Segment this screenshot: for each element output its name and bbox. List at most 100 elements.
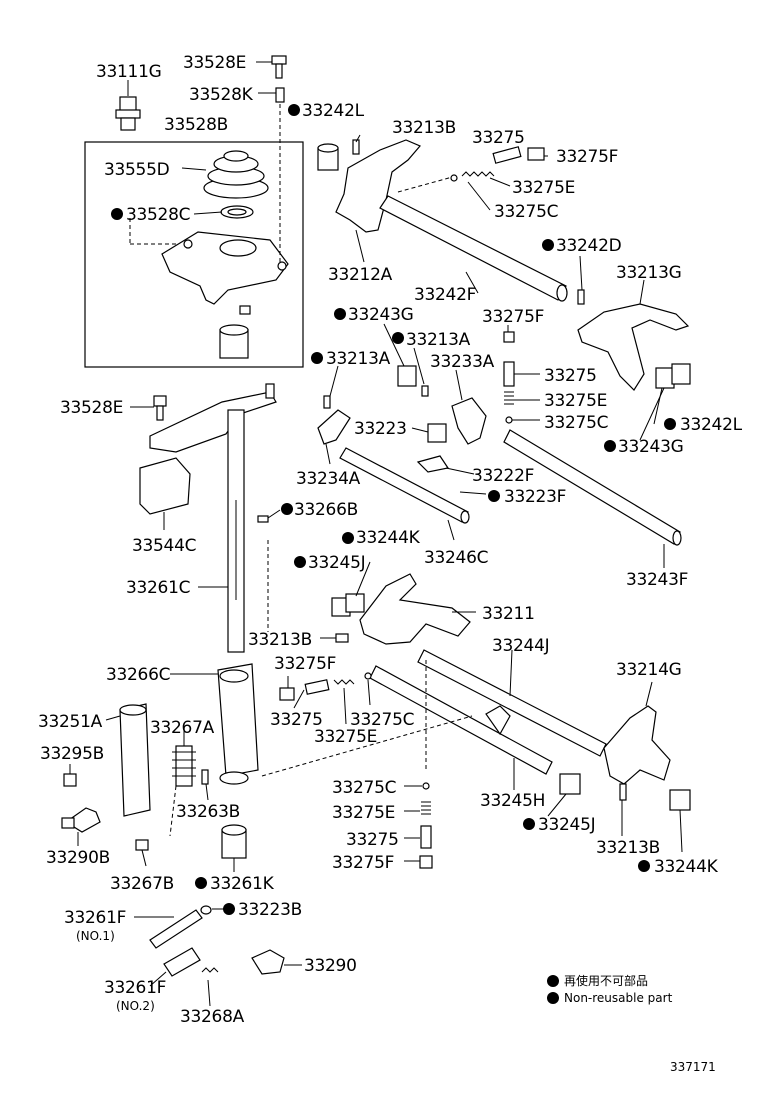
part-labels: 33111G 33528E 33528K 33242L 33528B 33213…	[38, 53, 743, 1027]
part-33275-top	[492, 146, 522, 164]
part-33267B	[135, 839, 149, 851]
part-33243F-rail	[503, 429, 682, 546]
label-33261F-2: 33261F	[104, 978, 166, 998]
label-33267B: 33267B	[110, 874, 174, 894]
part-33213B-top	[352, 139, 360, 155]
part-33213B-mid	[335, 633, 349, 643]
part-33275F-r	[419, 855, 433, 869]
part-33267A	[172, 745, 196, 787]
label-33245J-low: 33245J	[538, 815, 595, 835]
part-33275F-top	[527, 147, 545, 161]
part-33528E-top	[271, 55, 287, 79]
label-33243G-mid: 33243G	[618, 437, 683, 457]
label-33275E-r: 33275E	[332, 803, 395, 823]
label-33251A: 33251A	[38, 712, 103, 732]
label-33245H: 33245H	[480, 791, 545, 811]
label-33275-low: 33275	[270, 710, 323, 730]
part-box-bushing	[219, 324, 249, 359]
legend: 再使用不可部品 Non-reusable part	[547, 973, 673, 1005]
part-33242F-rail	[379, 195, 568, 302]
label-no1: (NO.1)	[76, 929, 115, 943]
label-33212A: 33212A	[328, 265, 393, 285]
label-33544C: 33544C	[132, 536, 196, 556]
legend-text-en: Non-reusable part	[564, 991, 673, 1005]
reference-number: 337171	[670, 1060, 716, 1074]
label-33290B: 33290B	[46, 848, 110, 868]
label-33275F-low: 33275F	[274, 654, 336, 674]
part-33234A	[317, 409, 351, 445]
part-33251A	[119, 703, 151, 817]
label-33275C-low: 33275C	[350, 710, 414, 730]
part-33290B	[61, 807, 101, 833]
non-reusable-markers	[111, 104, 676, 915]
label-33242D: 33242D	[556, 236, 622, 256]
part-33261F-no2	[163, 947, 201, 977]
part-33213A-b	[323, 395, 331, 409]
rail-dash	[397, 175, 457, 193]
label-33111G: 33111G	[96, 62, 161, 82]
leader-lines	[69, 61, 683, 1007]
label-33242L-top: 33242L	[302, 101, 365, 121]
part-33263B	[201, 769, 209, 785]
part-33111G	[115, 96, 141, 131]
label-33223B: 33223B	[238, 900, 302, 920]
label-33290: 33290	[304, 956, 357, 976]
part-33246C-rail	[339, 447, 470, 524]
part-33261F-no1	[149, 905, 212, 949]
label-33263B: 33263B	[176, 802, 240, 822]
part-33275E-r	[421, 801, 431, 815]
label-33261F-1: 33261F	[64, 908, 126, 928]
low-dash	[261, 715, 473, 777]
part-33275E-mid	[504, 391, 514, 405]
part-33275C-mid	[505, 416, 513, 424]
label-33213B-top: 33213B	[392, 118, 456, 138]
part-33268A	[201, 967, 219, 973]
part-33233A	[451, 397, 487, 445]
label-33244J: 33244J	[492, 636, 549, 656]
label-33243G-top: 33243G	[348, 305, 413, 325]
part-33242L-mid	[655, 363, 691, 389]
label-33213B-mid: 33213B	[248, 630, 312, 650]
label-33245J-top: 33245J	[308, 553, 365, 573]
part-33295B	[63, 773, 77, 787]
label-33242L-mid: 33242L	[680, 415, 743, 435]
label-33261K: 33261K	[210, 874, 275, 894]
label-33244K-low: 33244K	[654, 857, 719, 877]
label-33528B: 33528B	[164, 115, 228, 135]
label-33275E-top: 33275E	[512, 178, 575, 198]
label-33266C: 33266C	[106, 665, 170, 685]
label-33275F-top: 33275F	[556, 147, 618, 167]
label-33223F: 33223F	[504, 487, 566, 507]
part-33275F-mid	[503, 331, 515, 343]
label-33528E-mid: 33528E	[60, 398, 123, 418]
label-33295B: 33295B	[40, 744, 104, 764]
part-33261C-shaft	[227, 409, 245, 653]
part-33555D	[203, 150, 269, 199]
label-33213B-low: 33213B	[596, 838, 660, 858]
part-33275-r	[420, 825, 432, 849]
label-33555D: 33555D	[104, 160, 170, 180]
label-33223: 33223	[354, 419, 407, 439]
part-33222F	[416, 455, 449, 473]
label-33275C-mid: 33275C	[544, 413, 608, 433]
part-33243G-top	[397, 365, 417, 387]
label-33234A: 33234A	[296, 469, 361, 489]
part-box-pin	[239, 305, 251, 315]
part-33214G-fork	[603, 705, 671, 785]
part-33266C	[217, 663, 259, 785]
label-33275-mid: 33275	[544, 366, 597, 386]
label-33528K: 33528K	[189, 85, 254, 105]
part-33213B-low	[619, 783, 627, 801]
part-33242D	[577, 289, 585, 305]
part-33223	[427, 423, 447, 443]
label-33213G: 33213G	[616, 263, 681, 283]
part-33245J-low	[559, 773, 581, 795]
label-33275E-low: 33275E	[314, 727, 377, 747]
label-33233A: 33233A	[430, 352, 495, 372]
part-33266B	[257, 515, 269, 523]
part-33528B-housing	[161, 231, 289, 305]
label-33275-top: 33275	[472, 128, 525, 148]
part-33244K-low	[669, 789, 691, 811]
